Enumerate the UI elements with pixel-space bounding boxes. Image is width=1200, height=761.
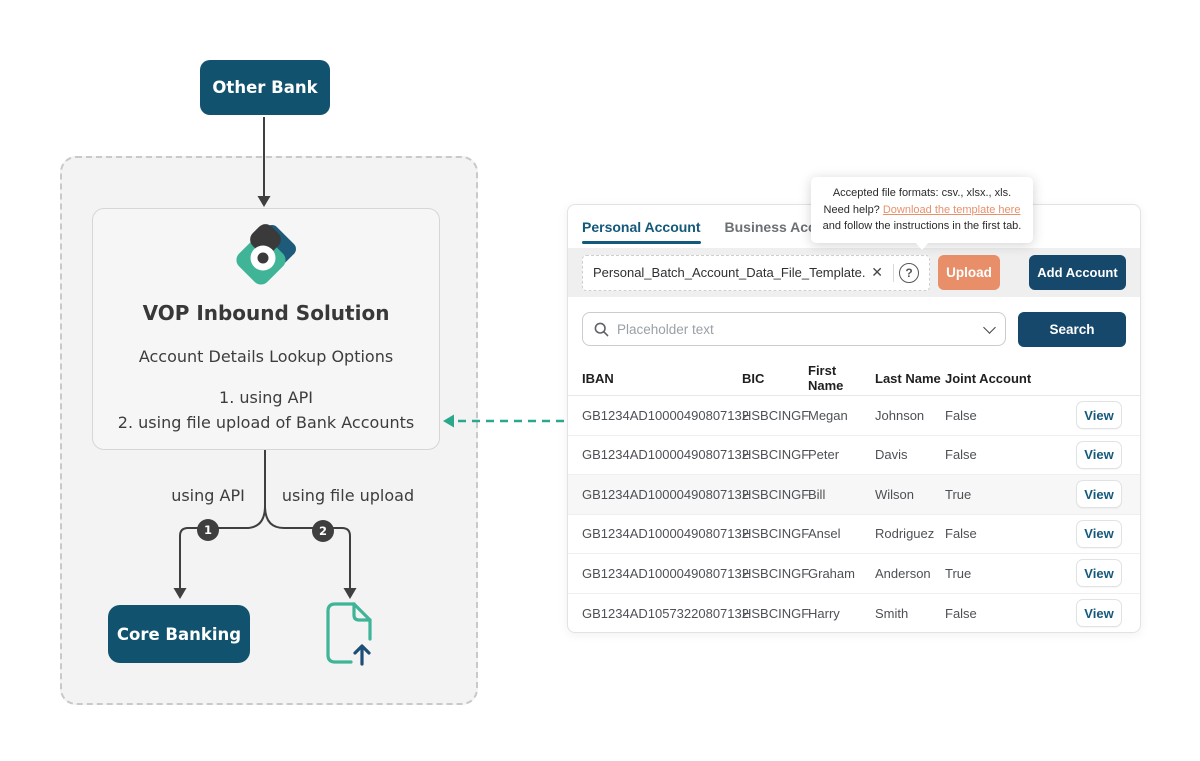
cell-last-name: Smith — [875, 605, 909, 621]
core-banking-label: Core Banking — [116, 624, 242, 644]
tab-personal-account-label: Personal Account — [582, 218, 701, 235]
cell-bic: HSBCINGF — [742, 565, 810, 581]
table-row: GB1234AD10000490807132 HSBCINGF Bill Wil… — [568, 475, 1140, 515]
search-row: Placeholder text Search — [568, 297, 1140, 361]
cell-first-name: Megan — [808, 407, 848, 423]
tooltip-text-before: Accepted file formats: csv., xlsx., xls.… — [823, 187, 1012, 216]
branch-label-api: using API — [171, 486, 245, 505]
header-first-name: First Name — [808, 363, 844, 393]
cell-iban: GB1234AD10000490807132 — [582, 486, 749, 502]
cell-bic: HSBCINGF — [742, 447, 810, 463]
view-button[interactable]: View — [1076, 599, 1122, 628]
cell-first-name: Harry — [808, 605, 840, 621]
cell-first-name: Ansel — [808, 526, 841, 542]
view-button[interactable]: View — [1076, 480, 1122, 509]
cell-first-name: Peter — [808, 447, 840, 463]
search-button[interactable]: Search — [1018, 311, 1126, 347]
cell-bic: HSBCINGF — [742, 486, 810, 502]
view-button[interactable]: View — [1076, 401, 1122, 430]
cell-first-name: Bill — [808, 486, 826, 502]
help-icon[interactable]: ? — [899, 262, 919, 283]
cell-joint-account: False — [945, 526, 977, 542]
cell-last-name: Rodriguez — [875, 526, 935, 542]
upload-button[interactable]: Upload — [938, 255, 1000, 290]
cell-iban: GB1234AD10000490807132 — [582, 565, 749, 581]
divider — [893, 263, 894, 282]
other-bank-node[interactable]: Other Bank — [200, 60, 330, 115]
cell-iban: GB1234AD10000490807132 — [582, 526, 749, 542]
cell-iban: GB1234AD10000490807132 — [582, 407, 749, 423]
branch-label-file-upload: using file upload — [281, 486, 415, 505]
cell-bic: HSBCINGF — [742, 605, 810, 621]
cell-bic: HSBCINGF — [742, 526, 810, 542]
cell-joint-account: True — [945, 565, 972, 581]
header-iban: IBAN — [582, 370, 614, 386]
core-banking-node[interactable]: Core Banking — [108, 605, 250, 663]
branch-badge-1: 1 — [197, 519, 219, 541]
solution-title: VOP Inbound Solution — [142, 301, 390, 325]
search-input[interactable]: Placeholder text — [582, 312, 1006, 346]
cell-joint-account: True — [945, 486, 972, 502]
search-placeholder: Placeholder text — [617, 321, 714, 337]
table-header: IBAN BIC First Name Last Name Joint Acco… — [568, 361, 1140, 396]
other-bank-label: Other Bank — [212, 78, 318, 97]
upload-toolbar: Personal_Batch_Account_Data_File_Templat… — [568, 248, 1140, 297]
solution-subtitle: Account Details Lookup Options — [138, 347, 394, 366]
view-button[interactable]: View — [1076, 440, 1122, 469]
cell-iban: GB1234AD10000490807132 — [582, 447, 749, 463]
header-joint-account: Joint Account — [945, 370, 1032, 386]
table-row: GB1234AD10000490807132 HSBCINGF Graham A… — [568, 554, 1140, 594]
upload-help-tooltip: Accepted file formats: csv., xlsx., xls.… — [811, 177, 1033, 249]
table-row: GB1234AD10573220807132 HSBCINGF Harry Sm… — [568, 594, 1140, 633]
table-row: GB1234AD10000490807132 HSBCINGF Megan Jo… — [568, 396, 1140, 436]
selected-filename: Personal_Batch_Account_Data_File_Templat… — [593, 265, 867, 280]
cell-last-name: Davis — [875, 447, 908, 463]
header-last-name: Last Name — [875, 370, 941, 386]
clear-file-icon[interactable]: ✕ — [871, 264, 883, 280]
view-button[interactable]: View — [1076, 519, 1122, 548]
solution-options: 1. using API 2. using file upload of Ban… — [92, 385, 440, 435]
cell-bic: HSBCINGF — [742, 407, 810, 423]
account-panel: Personal Account Business Account Person… — [567, 204, 1141, 633]
tooltip-text-after: and follow the instructions in the first… — [822, 220, 1022, 232]
cell-joint-account: False — [945, 407, 977, 423]
table-row: GB1234AD10000490807132 HSBCINGF Peter Da… — [568, 436, 1140, 475]
branch-badge-2: 2 — [312, 520, 334, 542]
cell-last-name: Anderson — [875, 565, 931, 581]
cell-joint-account: False — [945, 605, 977, 621]
cell-last-name: Wilson — [875, 486, 915, 502]
table-row: GB1234AD10000490807132 HSBCINGF Ansel Ro… — [568, 515, 1140, 554]
solution-option-1: 1. using API — [219, 388, 313, 407]
download-template-link[interactable]: Download the template here — [882, 203, 1021, 216]
add-account-button[interactable]: Add Account — [1029, 255, 1126, 290]
search-icon — [594, 322, 609, 336]
cell-first-name: Graham — [808, 565, 855, 581]
cell-last-name: Johnson — [875, 407, 925, 423]
solution-option-2: 2. using file upload of Bank Accounts — [117, 413, 415, 432]
cell-iban: GB1234AD10573220807132 — [582, 605, 749, 621]
header-bic: BIC — [742, 370, 765, 386]
vop-logo-icon — [236, 224, 296, 285]
file-input[interactable]: Personal_Batch_Account_Data_File_Templat… — [582, 254, 930, 291]
view-button[interactable]: View — [1076, 559, 1122, 588]
cell-joint-account: False — [945, 447, 977, 463]
chevron-down-icon[interactable] — [983, 320, 996, 334]
file-upload-icon — [326, 602, 372, 666]
tab-personal-account[interactable]: Personal Account — [582, 205, 701, 248]
